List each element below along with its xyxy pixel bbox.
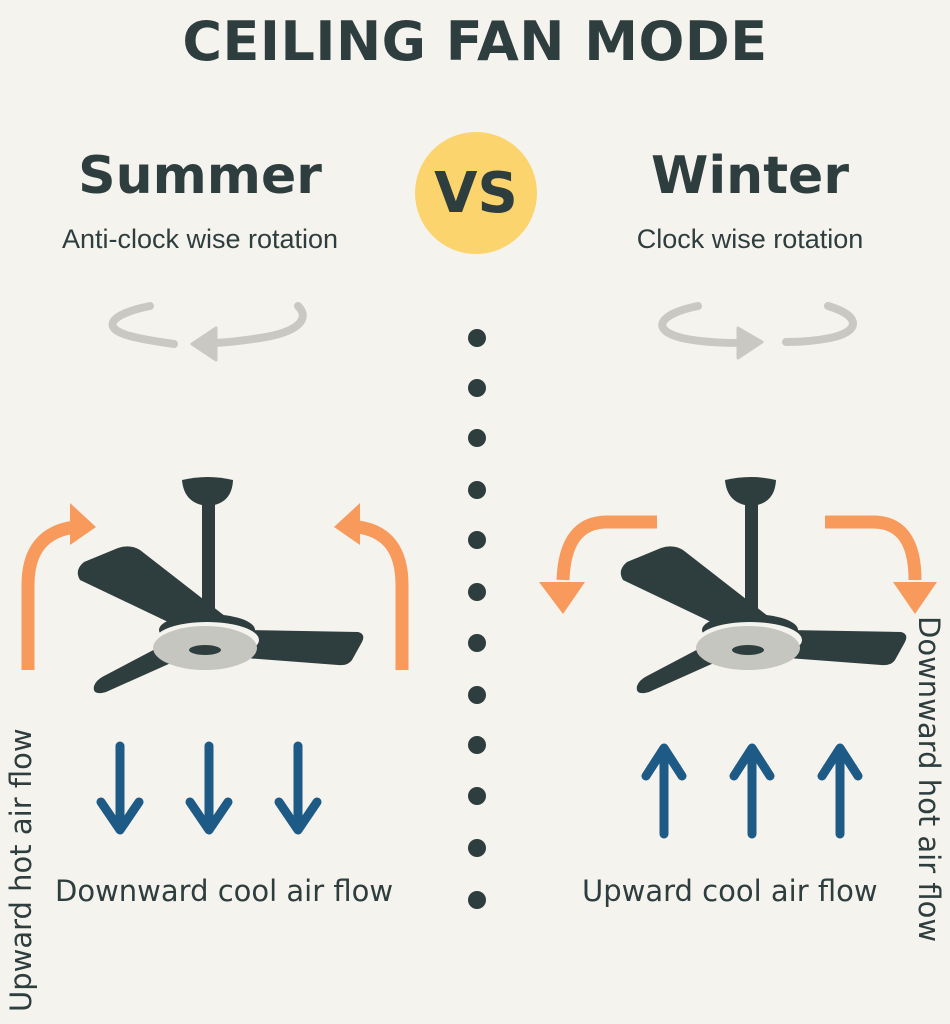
divider-dot <box>468 891 486 909</box>
divider-dot <box>468 583 486 601</box>
summer-hot-air-arrow-left-icon <box>21 503 96 670</box>
summer-rotation-text: Anti-clock wise rotation <box>61 224 339 254</box>
summer-ceiling-fan-icon <box>77 477 364 694</box>
divider-dot <box>468 686 486 704</box>
vs-badge: VS <box>415 132 537 254</box>
winter-hot-air-arrow-right-icon <box>825 515 937 614</box>
divider-dot <box>468 379 486 397</box>
counterclockwise-arrow-icon <box>108 302 307 362</box>
winter-side-label: Downward hot air flow <box>912 616 946 943</box>
divider-dot <box>468 429 486 447</box>
divider-dot <box>468 481 486 499</box>
winter-rotation-text: Clock wise rotation <box>636 224 864 254</box>
divider-dot <box>468 839 486 857</box>
winter-hot-air-arrow-left-icon <box>539 515 657 614</box>
winter-cool-air-arrows-icon <box>641 743 863 839</box>
divider-dot <box>468 634 486 652</box>
divider-dot <box>468 329 486 347</box>
divider-dot <box>468 787 486 805</box>
winter-ceiling-fan-icon <box>620 477 907 694</box>
winter-heading: Winter <box>651 146 849 206</box>
summer-hot-air-arrow-right-icon <box>334 503 409 670</box>
summer-side-label: Upward hot air flow <box>4 728 38 1012</box>
summer-cool-air-arrows-icon <box>96 741 322 835</box>
vs-label: VS <box>434 160 518 226</box>
divider-dot <box>468 736 486 754</box>
divider-dot <box>468 531 486 549</box>
winter-bottom-label: Upward cool air flow <box>582 874 878 908</box>
clockwise-arrow-icon <box>658 302 857 360</box>
page-title: CEILING FAN MODE <box>182 10 768 73</box>
summer-heading: Summer <box>78 146 322 206</box>
summer-bottom-label: Downward cool air flow <box>55 874 394 908</box>
